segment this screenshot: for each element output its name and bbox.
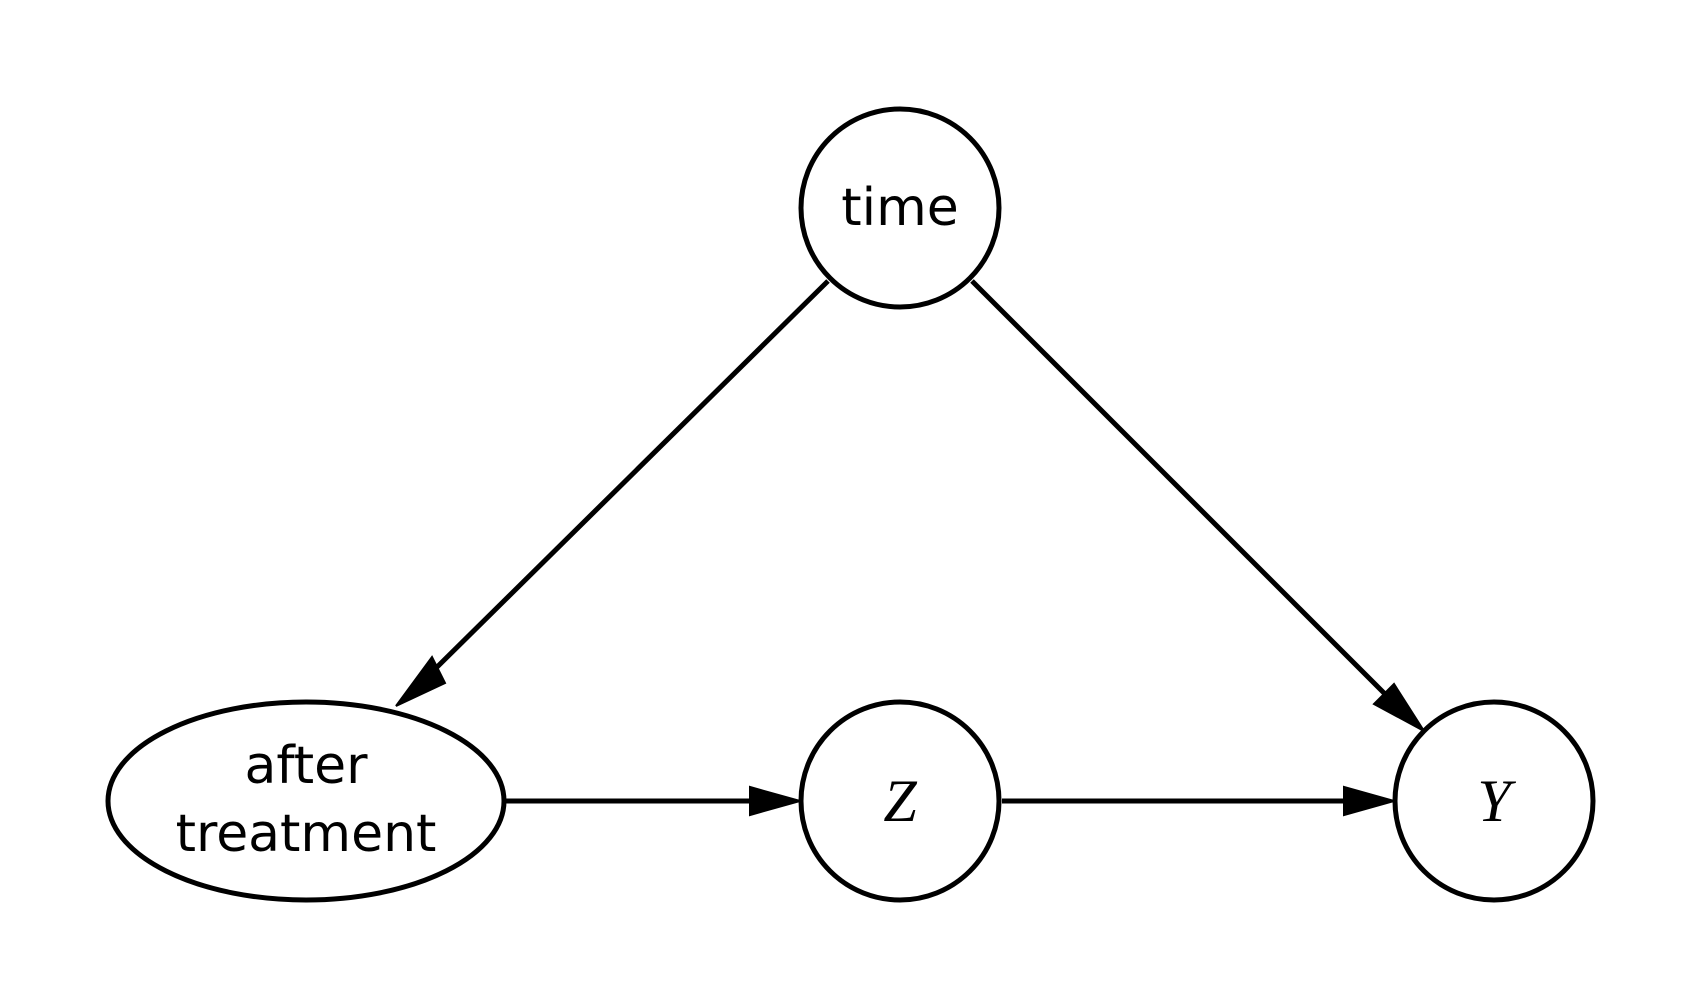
- edge-time-to-y: [970, 279, 1427, 734]
- edge-z-to-y: [1002, 785, 1398, 817]
- node-y-label: Y: [1477, 768, 1516, 834]
- node-after-treatment: after treatment: [105, 699, 507, 903]
- node-z: Z: [798, 699, 1002, 903]
- node-z-shape: [798, 699, 1002, 903]
- node-time-label: time: [841, 178, 958, 238]
- node-z-label: Z: [883, 768, 917, 834]
- node-after-treatment-shape: [105, 699, 507, 903]
- node-y-shape: [1392, 699, 1596, 903]
- node-after-treatment-label-line1: after: [244, 736, 368, 796]
- edge-time-to-after-treatment: [395, 279, 830, 707]
- node-y: Y: [1392, 699, 1596, 903]
- node-time: time: [798, 106, 1002, 310]
- node-time-shape: [798, 106, 1002, 310]
- edge-after-treatment-to-z: [505, 785, 804, 817]
- node-after-treatment-label-line2: treatment: [176, 804, 437, 864]
- edges: [395, 279, 1427, 817]
